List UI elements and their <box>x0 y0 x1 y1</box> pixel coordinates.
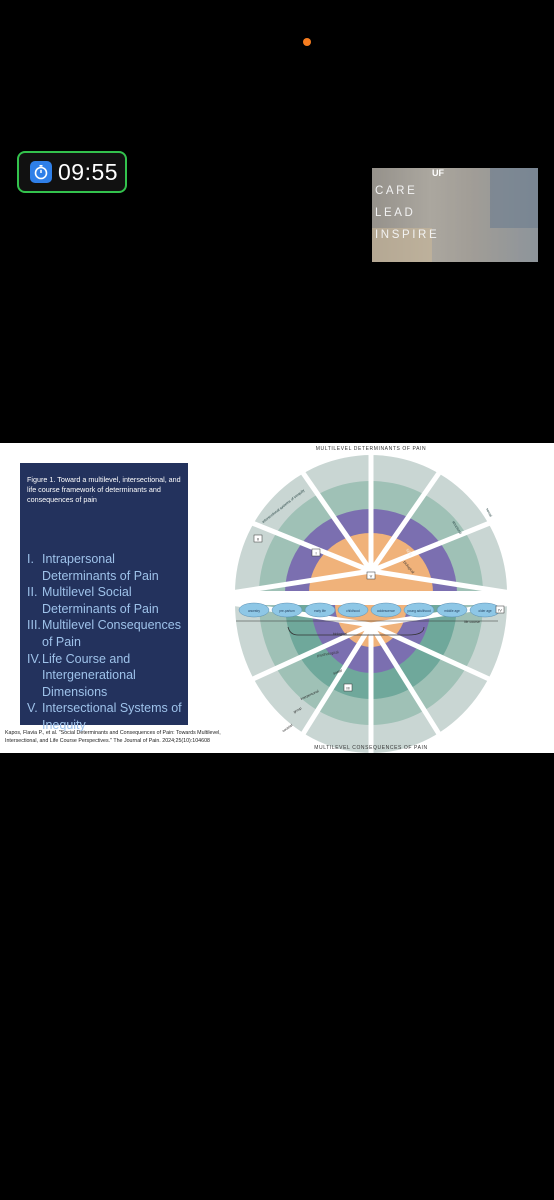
life-stage-bubble <box>436 602 468 618</box>
center-label: psychological <box>317 650 339 658</box>
top-ring-label: social <box>485 508 493 518</box>
life-stage-bubble <box>271 602 303 618</box>
timer-badge[interactable]: 09:55 <box>17 151 127 193</box>
citation: Kapos, Flavia P., et al. "Social Determi… <box>5 730 221 744</box>
top-divider <box>370 568 512 596</box>
top-divider <box>230 568 372 596</box>
life-stage-label: older age <box>478 609 492 613</box>
marker-box <box>253 534 263 543</box>
timer-time: 09:55 <box>58 158 119 185</box>
list-item: III.Multilevel Consequences of Pain <box>27 618 181 649</box>
marker-label: II <box>257 537 259 542</box>
life-course-loop <box>287 626 425 636</box>
marker-label: III <box>346 686 349 691</box>
bottom-ring-label: biological <box>333 632 347 636</box>
bottom-divider <box>368 623 444 739</box>
top-ring-label: structural <box>451 520 462 535</box>
list-item: V.Intersectional Systems of Inequity <box>27 701 182 732</box>
top-divider <box>248 519 372 574</box>
bottom-divider <box>298 623 374 739</box>
life-course-band <box>228 591 514 605</box>
life-stage-label: ancestry <box>248 609 260 613</box>
life-stage-label: early life <box>314 609 326 613</box>
bottom-ring-label: societal <box>282 723 294 733</box>
life-stage-label: adolescence <box>377 609 395 613</box>
figure-caption: Figure 1. Toward a multilevel, intersect… <box>27 475 181 504</box>
top-ring-label: SES <box>405 547 414 557</box>
bottom-ring-label: group <box>293 706 303 714</box>
list-item: I.Intrapersonal Determinants of Pain <box>27 552 159 583</box>
list-item: IV.Life Course and Intergenerational Dim… <box>27 651 136 699</box>
bottom-divider <box>369 622 494 683</box>
marker-label: I <box>315 551 316 556</box>
top-divider <box>298 468 374 573</box>
timer-icon <box>30 161 52 183</box>
life-stage-label: pre-partum <box>279 609 295 613</box>
marker-label: IV <box>498 608 502 613</box>
life-stage-label: middle age <box>444 609 460 613</box>
marker-label: V <box>370 574 373 579</box>
framework-list: I.Intrapersonal Determinants of Pain II.… <box>27 551 187 734</box>
marker-box <box>495 605 505 614</box>
life-stage-bubble <box>337 602 369 618</box>
life-course-label: life course <box>464 620 480 624</box>
life-stage-bubble <box>238 602 270 618</box>
life-stage-bubble <box>403 602 435 618</box>
shared-slide: Figure 1. Toward a multilevel, intersect… <box>0 443 554 753</box>
video-overlay-text: CARE LEAD INSPIRE <box>375 185 440 241</box>
bottom-ring-label: social <box>333 669 343 676</box>
diagram-bottom-title: MULTILEVEL CONSEQUENCES OF PAIN <box>314 745 428 751</box>
life-stage-bubble <box>304 602 336 618</box>
bottom-divider <box>248 622 373 683</box>
top-divider <box>370 519 494 574</box>
list-item: II.Multilevel Social Determinants of Pai… <box>27 585 159 616</box>
marker-box <box>366 571 376 580</box>
life-stage-bubble <box>370 602 402 618</box>
recording-indicator <box>303 38 311 46</box>
life-stage-label: young adulthood <box>407 609 431 613</box>
participant-video[interactable]: UF CARE LEAD INSPIRE <box>372 168 538 262</box>
figure-panel: Figure 1. Toward a multilevel, intersect… <box>20 463 188 732</box>
life-stage-label: childhood <box>346 609 360 613</box>
marker-box <box>311 548 321 557</box>
diagram-top-title: MULTILEVEL DETERMINANTS OF PAIN <box>315 446 427 452</box>
framework-diagram: MULTILEVEL DETERMINANTS OF PAIN ancestry… <box>228 443 514 753</box>
top-divider <box>368 468 444 573</box>
brand-logo: UF <box>432 168 444 178</box>
marker-box <box>343 683 353 692</box>
